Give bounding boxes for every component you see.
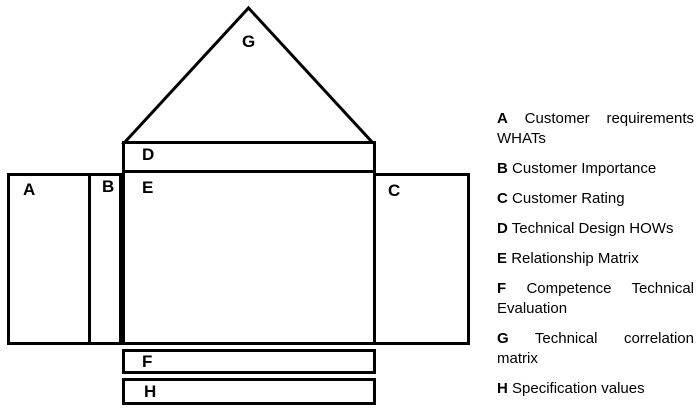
legend-letter-h: H [497,380,508,397]
legend-item-e: E Relationship Matrix [497,249,694,269]
box-customer-rating: C [373,173,470,345]
box-d-label: D [142,145,155,164]
box-b-label: B [102,177,115,196]
legend-item-d: D Technical Design HOWs [497,219,694,239]
legend-description-b: Customer Importance [512,160,657,177]
legend-letter-b: B [497,160,508,177]
box-f-label: F [142,352,153,371]
legend-description-h: Specification values [512,380,645,397]
legend-item-c: C Customer Rating [497,189,694,209]
legend-description-c: Customer Rating [512,190,625,207]
box-e-label: E [142,178,154,197]
box-relationship-matrix: E [122,170,376,345]
box-technical-design-hows: D [122,141,376,173]
box-specification-values: H [122,378,376,405]
legend-description-f: Competence Technical Evaluation [497,280,695,317]
legend-item-f: F Competence Technical Evaluation [497,279,694,319]
box-competence-technical-evaluation: F [122,349,376,374]
box-customer-requirements: A [7,173,91,345]
legend-item-b: B Customer Importance [497,159,694,179]
legend-item-a: A Customer requirements WHATs [497,109,694,149]
legend-letter-c: C [497,190,508,207]
legend-description-g: Technical correlation matrix [497,330,694,367]
legend-item-g: G Technical correlation matrix [497,329,694,369]
legend-letter-e: E [497,250,508,267]
legend-description-e: Relationship Matrix [511,250,639,267]
legend-letter-g: G [497,330,509,347]
roof-label-g: G [242,32,255,52]
legend: A Customer requirements WHATs B Customer… [497,109,694,409]
legend-letter-a: A [497,110,508,127]
legend-letter-f: F [497,280,507,297]
box-h-label: H [144,382,157,401]
box-g-label: G [242,32,256,51]
legend-description-d: Technical Design HOWs [511,220,674,237]
box-customer-importance: B [88,173,122,345]
legend-letter-d: D [497,220,508,237]
legend-item-h: H Specification values [497,379,694,399]
legend-description-a: Customer requirements WHATs [497,110,694,147]
box-a-label: A [23,180,36,199]
box-c-label: C [388,181,401,200]
